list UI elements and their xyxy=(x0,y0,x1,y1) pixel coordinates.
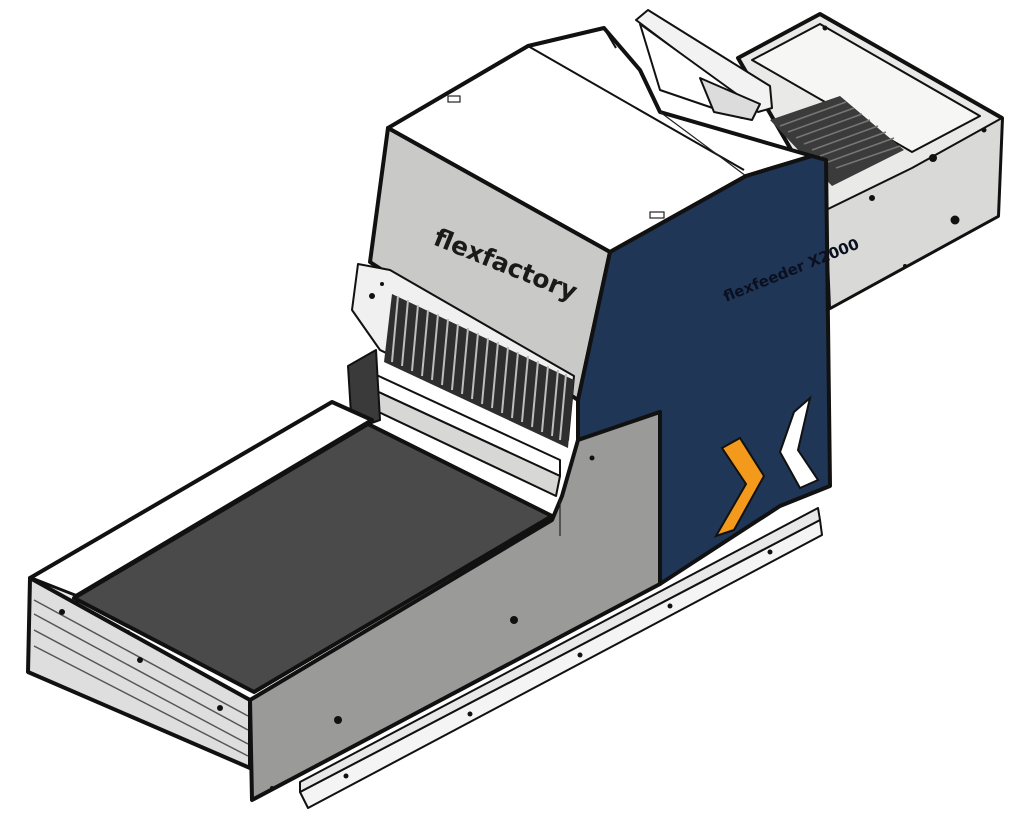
base-rail xyxy=(299,507,823,809)
roller-bar xyxy=(347,349,561,497)
feed-opening xyxy=(351,263,575,448)
navy-side-panel: flexfeeder X2000 xyxy=(576,154,862,586)
hood-front: flexfactory xyxy=(368,126,612,402)
lid-flap xyxy=(635,9,773,121)
flexfactory-logo-icon xyxy=(713,395,820,538)
hopper xyxy=(736,12,1004,310)
tray-front-end xyxy=(26,576,252,770)
tray-right-wall xyxy=(248,410,662,802)
